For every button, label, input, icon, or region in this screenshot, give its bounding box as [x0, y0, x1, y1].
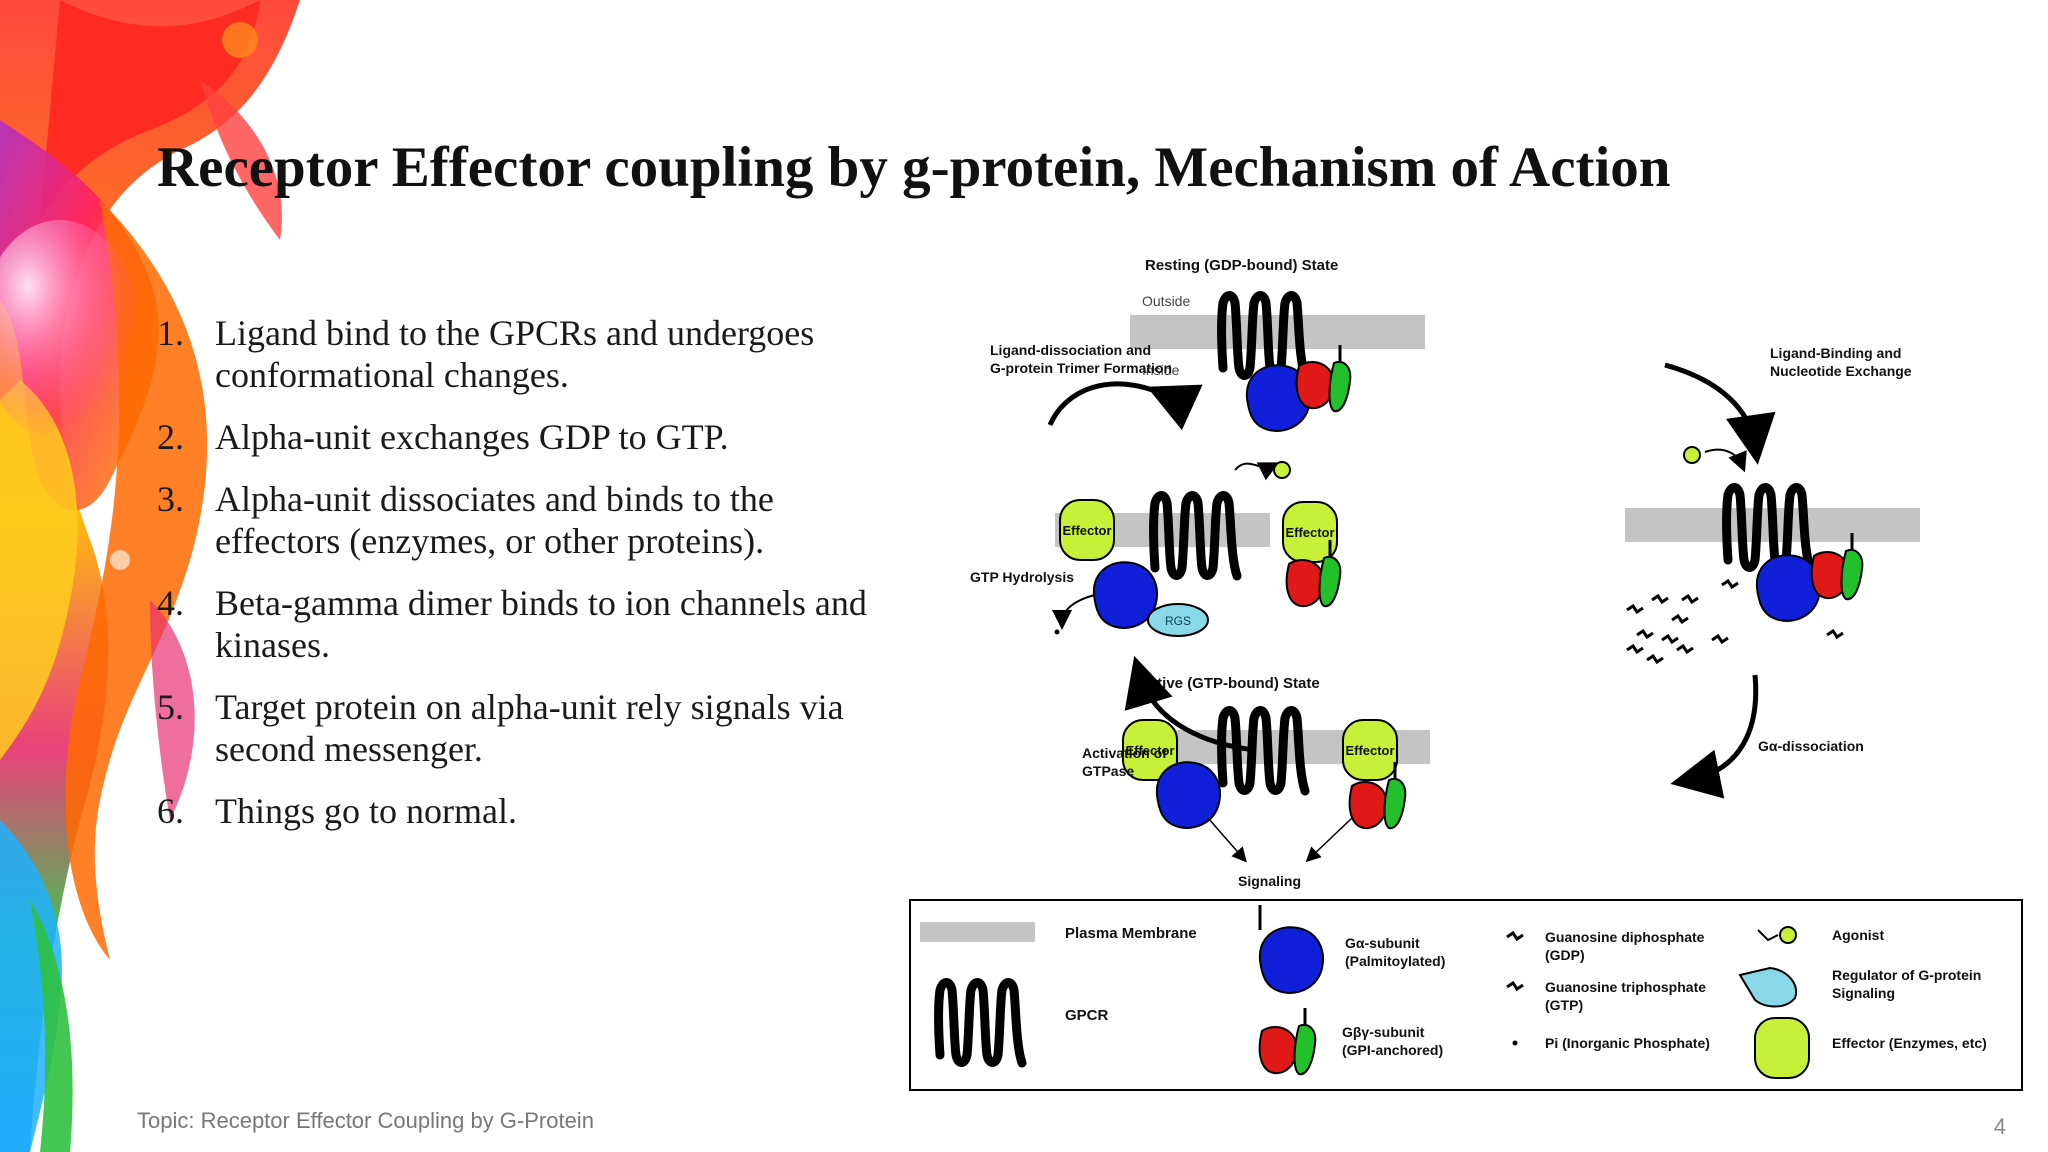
step-number: 3.	[157, 479, 184, 519]
step-text: Beta-gamma dimer binds to ion channels a…	[215, 583, 867, 665]
legend-gby-subunit-line2: (GPI-anchored)	[1342, 1042, 1443, 1058]
legend-gtp-line1: Guanosine triphosphate	[1545, 979, 1706, 995]
signaling-label: Signaling	[1238, 873, 1301, 889]
step-text: Ligand bind to the GPCRs and undergoes c…	[215, 313, 815, 395]
effector-label: Effector	[1285, 525, 1334, 540]
list-item: 2. Alpha-unit exchanges GDP to GTP.	[157, 416, 877, 458]
legend-ga-subunit-line2: (Palmitoylated)	[1345, 953, 1445, 969]
legend-effector: Effector (Enzymes, etc)	[1832, 1035, 1987, 1051]
beta-subunit-left	[1285, 559, 1325, 608]
legend-rgs-icon	[1738, 966, 1798, 1008]
ligand-binding-label-line2: Nucleotide Exchange	[1770, 363, 1912, 379]
gamma-subunit-right	[1840, 531, 1864, 601]
legend-pi-icon	[1512, 1040, 1518, 1046]
arrow-to-binding	[1664, 362, 1776, 465]
pi-phosphate-dot	[1054, 629, 1060, 635]
page-number: 4	[1993, 1114, 2006, 1139]
effector-label: Effector	[1345, 743, 1394, 758]
beta-subunit-top	[1295, 361, 1335, 410]
legend-gpcr: GPCR	[1065, 1007, 1109, 1024]
resting-state-label: Resting (GDP-bound) State	[1145, 257, 1338, 274]
legend-gdp-line2: (GDP)	[1545, 947, 1585, 963]
list-item: 1. Ligand bind to the GPCRs and undergoes…	[157, 312, 877, 396]
effector-label: Effector	[1125, 743, 1174, 758]
gamma-subunit-top	[1328, 343, 1352, 413]
legend-alpha-icon	[1258, 926, 1324, 994]
slide-title: Receptor Effector coupling by g-protein,…	[157, 136, 1671, 199]
alpha-subunit-bottom	[1155, 761, 1221, 829]
list-item: 5. Target protein on alpha-unit rely sign…	[157, 686, 877, 770]
mechanism-steps-list: 1. Ligand bind to the GPCRs and undergoes…	[157, 312, 877, 852]
legend-plasma-membrane: Plasma Membrane	[1065, 925, 1197, 942]
step-number: 1.	[157, 313, 184, 353]
paint-splash-decoration	[0, 0, 300, 1152]
list-item: 3. Alpha-unit dissociates and binds to th…	[157, 478, 877, 562]
legend-rgs-line1: Regulator of G-protein	[1832, 967, 1981, 983]
legend-effector-icon	[1754, 1017, 1810, 1079]
legend-agonist: Agonist	[1832, 927, 1884, 943]
step-number: 6.	[157, 791, 184, 831]
agonist-icon	[1683, 446, 1701, 464]
step-text: Things go to normal.	[215, 791, 517, 831]
list-item: 6. Things go to normal.	[157, 790, 877, 832]
legend-gdp-line1: Guanosine diphosphate	[1545, 929, 1705, 945]
ga-dissociation-label: Gα-dissociation	[1758, 738, 1864, 754]
alpha-subunit-right	[1755, 554, 1821, 622]
legend-gtp-line2: (GTP)	[1545, 997, 1583, 1013]
legend-rgs-line2: Signaling	[1832, 985, 1895, 1001]
list-item: 4. Beta-gamma dimer binds to ion channels…	[157, 582, 877, 666]
active-state-label: Active (GTP-bound) State	[1138, 675, 1320, 692]
activation-gtpase-label-line2: GTPase	[1082, 763, 1134, 779]
ligand-binding-label-line1: Ligand-Binding and	[1770, 345, 1901, 361]
step-number: 5.	[157, 687, 184, 727]
legend-agonist-icon	[1779, 926, 1797, 944]
legend-gby-subunit-line1: Gβγ-subunit	[1342, 1024, 1425, 1040]
arrow-to-dissociation	[1670, 674, 1759, 799]
membrane-top	[1130, 315, 1425, 349]
agonist-leaving-icon	[1273, 461, 1291, 479]
step-text: Alpha-unit exchanges GDP to GTP.	[215, 417, 729, 457]
arrow-to-gtpase	[1124, 655, 1256, 753]
arrow-to-resting	[1047, 381, 1203, 431]
ligand-dissociation-label-line2: G-protein Trimer Formation	[990, 360, 1172, 376]
legend-pi: Pi (Inorganic Phosphate)	[1545, 1035, 1710, 1051]
inside-label: Inside	[1142, 362, 1180, 378]
step-number: 2.	[157, 417, 184, 457]
activation-gtpase-label-line1: Activation of	[1082, 745, 1167, 761]
rgs-label: RGS	[1165, 614, 1191, 628]
gtp-hydrolysis-label: GTP Hydrolysis	[970, 569, 1074, 585]
footer-topic: Topic: Receptor Effector Coupling by G-P…	[137, 1108, 594, 1133]
legend-box	[909, 899, 2023, 1091]
step-number: 4.	[157, 583, 184, 623]
effector-label: Effector	[1062, 523, 1111, 538]
legend-membrane-swatch	[920, 922, 1035, 942]
rgs-protein-left	[1147, 603, 1209, 637]
gpcr-cycle-diagram: Resting (GDP-bound) State Outside Inside…	[909, 257, 2023, 1091]
step-text: Target protein on alpha-unit rely signal…	[215, 687, 844, 769]
legend-ga-subunit-line1: Gα-subunit	[1345, 935, 1420, 951]
outside-label: Outside	[1142, 293, 1190, 309]
step-text: Alpha-unit dissociates and binds to the …	[215, 479, 774, 561]
ligand-dissociation-label-line1: Ligand-dissociation and	[990, 342, 1151, 358]
beta-subunit-bottom	[1348, 781, 1388, 830]
legend-beta-icon	[1258, 1026, 1298, 1075]
